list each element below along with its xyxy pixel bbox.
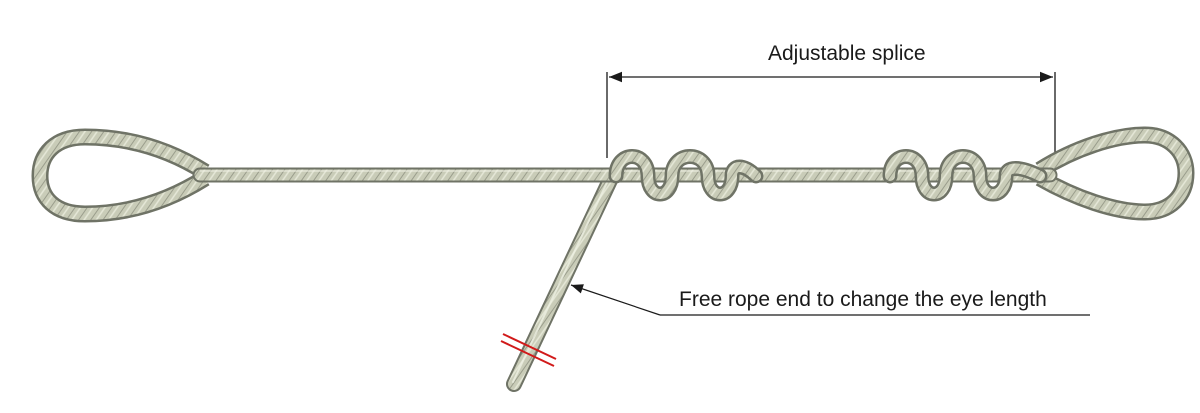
splice-dimension [606,71,1056,158]
main-rope [192,167,1058,183]
left-eye-loop [31,128,210,223]
splice-weave-right [882,149,1048,202]
right-eye-loop [1035,126,1195,221]
free-rope-end-label: Free rope end to change the eye length [679,288,1047,311]
adjustable-splice-label: Adjustable splice [768,42,926,65]
free-rope-end [506,168,620,392]
cut-mark [500,333,557,367]
splice-weave-left [608,149,764,202]
free-end-leader [570,284,1090,316]
